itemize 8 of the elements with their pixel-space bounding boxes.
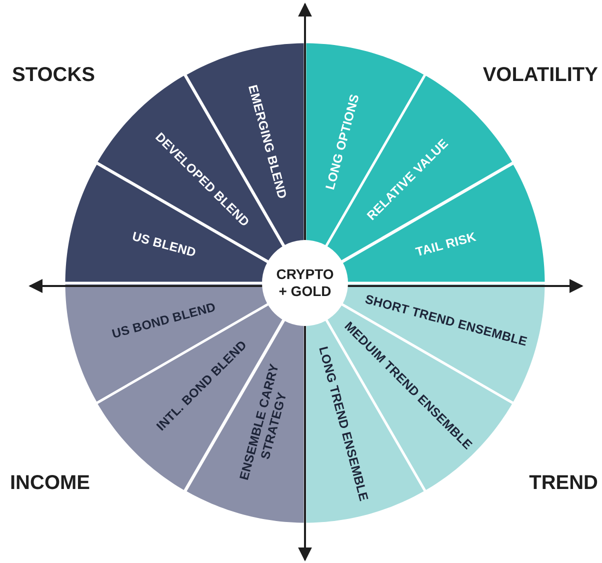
segment-label: US BOND BLEND [110,300,218,342]
center-label: CRYPTO + GOLD [275,266,335,300]
quadrant-title: INCOME [10,472,90,495]
quadrant-title: STOCKS [12,64,95,87]
segment-label: US BLEND [130,229,198,261]
quadrant-title: VOLATILITY [482,64,598,87]
quadrant-title: TREND [529,472,598,495]
segment-label: TAIL RISK [414,230,478,260]
